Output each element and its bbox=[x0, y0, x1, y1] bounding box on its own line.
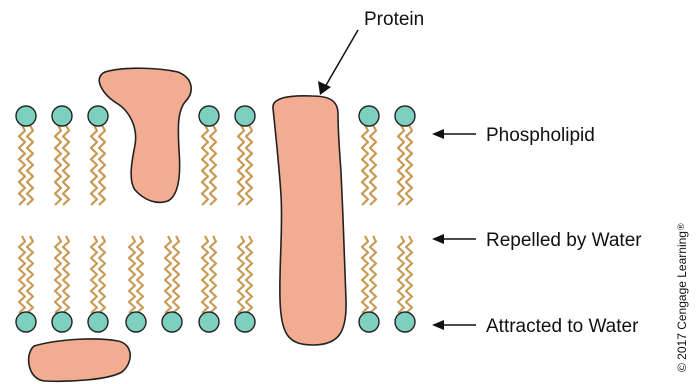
lower-lipid-tail-8-1 bbox=[362, 236, 368, 313]
upper-lipid-head-7 bbox=[395, 106, 415, 126]
lower-lipid-tail-9-2 bbox=[406, 236, 412, 313]
lower-lipid-tail-3-1 bbox=[91, 236, 97, 313]
lower-lipid-head-2 bbox=[52, 312, 72, 332]
lower-lipid-head-6 bbox=[199, 312, 219, 332]
lower-lipid-tail-6-1 bbox=[202, 236, 208, 313]
upper-lipid-tail-4-2 bbox=[210, 125, 216, 205]
upper-lipid-tail-2-2 bbox=[63, 125, 69, 205]
upper-lipid-tail-1-2 bbox=[27, 125, 33, 205]
protein-top-left bbox=[99, 68, 191, 202]
upper-lipid-tail-7-2 bbox=[406, 125, 412, 205]
phospholipid-arrowhead bbox=[432, 129, 444, 139]
lower-lipid-tail-3-2 bbox=[99, 236, 105, 313]
upper-lipid-tail-7-1 bbox=[398, 125, 404, 205]
attracted-to-water-label: Attracted to Water bbox=[486, 316, 639, 337]
lower-lipid-tail-6-2 bbox=[210, 236, 216, 313]
repelled-arrowhead bbox=[432, 234, 444, 244]
protein-pointer-line bbox=[325, 30, 358, 87]
upper-lipid-tail-3-1 bbox=[91, 125, 97, 205]
lower-lipid-head-4 bbox=[126, 312, 146, 332]
upper-lipid-head-2 bbox=[52, 106, 72, 126]
lower-lipid-tail-4-1 bbox=[129, 236, 135, 313]
lower-lipid-tail-1-2 bbox=[27, 236, 33, 313]
upper-lipid-head-6 bbox=[359, 106, 379, 126]
upper-lipid-head-4 bbox=[199, 106, 219, 126]
lower-lipid-head-8 bbox=[359, 312, 379, 332]
lower-lipid-head-5 bbox=[162, 312, 182, 332]
lower-lipid-tail-8-2 bbox=[370, 236, 376, 313]
upper-lipid-tail-6-2 bbox=[370, 125, 376, 205]
lower-lipid-tail-4-2 bbox=[137, 236, 143, 313]
upper-lipid-tail-6-1 bbox=[362, 125, 368, 205]
lower-lipid-tail-9-1 bbox=[398, 236, 404, 313]
lower-lipid-tail-7-2 bbox=[246, 236, 252, 313]
protein-label: Protein bbox=[364, 9, 424, 30]
protein-arrowhead bbox=[318, 81, 331, 95]
lower-lipid-head-9 bbox=[395, 312, 415, 332]
registered-mark: ® bbox=[676, 223, 686, 230]
upper-lipid-tail-5-1 bbox=[238, 125, 244, 205]
lower-lipid-head-3 bbox=[88, 312, 108, 332]
repelled-by-water-label: Repelled by Water bbox=[486, 230, 642, 251]
lower-lipid-head-7 bbox=[235, 312, 255, 332]
proteins bbox=[29, 68, 346, 381]
lower-lipid-tail-2-1 bbox=[55, 236, 61, 313]
upper-lipid-tail-5-2 bbox=[246, 125, 252, 205]
lower-lipid-tail-2-2 bbox=[63, 236, 69, 313]
phospholipid-label: Phospholipid bbox=[486, 125, 595, 146]
upper-lipid-head-1 bbox=[16, 106, 36, 126]
copyright-text: © 2017 Cengage Learning bbox=[675, 231, 689, 372]
upper-lipid-tail-1-1 bbox=[19, 125, 25, 205]
upper-lipid-tail-2-1 bbox=[55, 125, 61, 205]
lower-lipid-tail-5-1 bbox=[165, 236, 171, 313]
lower-lipid-tail-7-1 bbox=[238, 236, 244, 313]
lower-lipid-tail-5-2 bbox=[173, 236, 179, 313]
lipid-tails bbox=[19, 125, 412, 313]
upper-lipid-head-3 bbox=[88, 106, 108, 126]
attracted-arrowhead bbox=[432, 320, 444, 330]
upper-lipid-tail-4-1 bbox=[202, 125, 208, 205]
lower-lipid-tail-1-1 bbox=[19, 236, 25, 313]
protein-transmembrane bbox=[273, 96, 346, 345]
upper-lipid-head-5 bbox=[235, 106, 255, 126]
lower-lipid-head-1 bbox=[16, 312, 36, 332]
protein-bottom-left bbox=[29, 339, 131, 381]
upper-lipid-tail-3-2 bbox=[99, 125, 105, 205]
